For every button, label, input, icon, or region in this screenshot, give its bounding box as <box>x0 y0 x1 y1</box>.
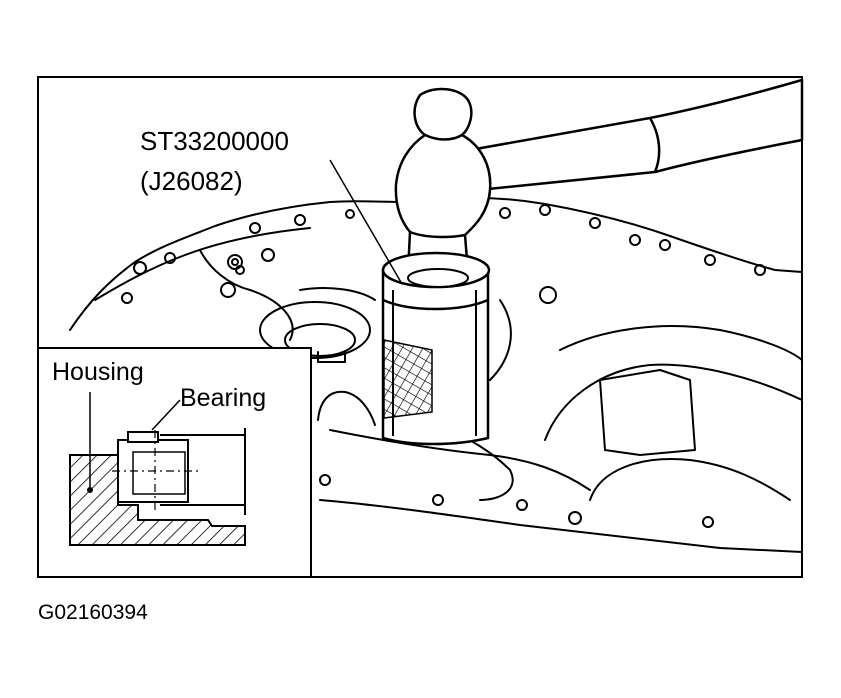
case-contour <box>544 363 802 441</box>
tool-alt-number: (J26082) <box>140 166 243 196</box>
bearing-ball <box>132 451 186 495</box>
shaft <box>160 428 246 515</box>
case-bolt-holes <box>121 204 766 528</box>
hammer-handle <box>468 78 804 192</box>
case-contour <box>489 299 512 381</box>
case-flange-edge <box>94 227 311 301</box>
bearing-bore-inner <box>284 323 356 357</box>
case-contour <box>329 429 591 491</box>
hammer-head-band <box>409 230 466 239</box>
case-contour <box>319 499 802 553</box>
case-contour <box>199 249 294 341</box>
drift-knurled-grip <box>383 339 433 419</box>
case-contour <box>589 458 791 501</box>
case-contour <box>599 369 696 456</box>
case-contour <box>559 325 802 361</box>
tool-part-number: ST33200000 <box>140 126 289 156</box>
bearing-outer-lip <box>127 431 159 443</box>
figure-code: G02160394 <box>38 601 148 624</box>
hammer-handle-grip-line <box>648 117 661 173</box>
bearing-label: Bearing <box>180 384 267 412</box>
bearing-leader <box>151 399 181 431</box>
case-contour <box>317 390 376 426</box>
case-contour <box>299 287 376 301</box>
hammer-striking-face <box>407 268 469 288</box>
bearing-bore <box>259 301 371 359</box>
hammer-head-band <box>424 133 463 141</box>
hammer <box>394 78 804 292</box>
housing-leader-dot <box>87 487 93 493</box>
inset-detail <box>37 347 312 578</box>
part-number-leader <box>329 159 403 285</box>
housing-label: Housing <box>52 358 144 386</box>
bore-notch <box>317 351 346 363</box>
